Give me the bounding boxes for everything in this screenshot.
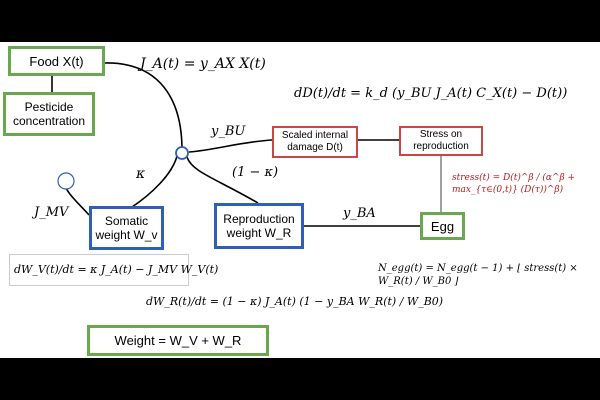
food-node: Food X(t)	[8, 46, 105, 76]
egg-count-equation: N_egg(t) = N_egg(t − 1) + ⌊ stress(t) × …	[378, 262, 596, 288]
maintenance-node	[57, 172, 75, 190]
hub-to-reproduction-line	[186, 156, 259, 204]
damage-label: Scaled internal damage D(t)	[281, 130, 349, 153]
assimilation-label: J_A(t) = y_AX X(t)	[140, 56, 266, 72]
somatic-to-maintenance-line	[65, 187, 90, 216]
egg-node: Egg	[420, 212, 465, 240]
weight-node: Weight = W_V + W_R	[87, 325, 269, 356]
stress-reproduction-node: Stress on reproduction	[399, 126, 483, 156]
reproduction-node: Reproduction weight W_R	[214, 203, 304, 249]
damage-rate-equation: dD(t)/dt = k_d (y_BU J_A(t) C_X(t) − D(t…	[294, 86, 568, 101]
weight-label: Weight = W_V + W_R	[114, 333, 242, 348]
hub-node	[175, 146, 189, 160]
pesticide-node: Pesticide concentration	[3, 92, 95, 136]
egg-label: Egg	[430, 218, 455, 234]
hub-to-somatic-line	[131, 155, 178, 208]
jmv-label: J_MV	[34, 205, 69, 220]
yba-label: y_BA	[343, 206, 376, 221]
stress-reproduction-label: Stress on reproduction	[413, 129, 469, 152]
diagram-panel	[0, 42, 600, 358]
somatic-rate-box: dW_V(t)/dt = κ J_A(t) − J_MV W_V(t)	[9, 254, 218, 286]
reproduction-label: Reproduction weight W_R	[223, 211, 295, 240]
kappa-label: κ	[136, 166, 146, 182]
somatic-node: Somatic weight W_v	[89, 206, 164, 250]
damage-node: Scaled internal damage D(t)	[272, 126, 358, 158]
pesticide-label: Pesticide concentration	[12, 99, 86, 128]
ybu-label: y_BU	[211, 124, 246, 139]
food-label: Food X(t)	[29, 53, 84, 69]
egg-count-equation-text: N_egg(t) = N_egg(t − 1) + ⌊ stress(t) × …	[378, 263, 578, 287]
hub-to-damage-line	[188, 139, 273, 153]
somatic-label: Somatic weight W_v	[95, 213, 158, 242]
stress-equation-text: stress(t) = D(t)^β / (α^β + max_{τ∈(0,t)…	[452, 173, 576, 196]
food-to-hub-line	[104, 62, 183, 151]
one-minus-kappa-label: (1 − κ)	[232, 165, 279, 180]
somatic-rate-equation: dW_V(t)/dt = κ J_A(t) − J_MV W_V(t)	[14, 263, 219, 276]
repro-rate-equation: dW_R(t)/dt = (1 − κ) J_A(t) (1 − y_BA W_…	[146, 295, 444, 308]
stress-equation: stress(t) = D(t)^β / (α^β + max_{τ∈(0,t)…	[452, 172, 598, 196]
